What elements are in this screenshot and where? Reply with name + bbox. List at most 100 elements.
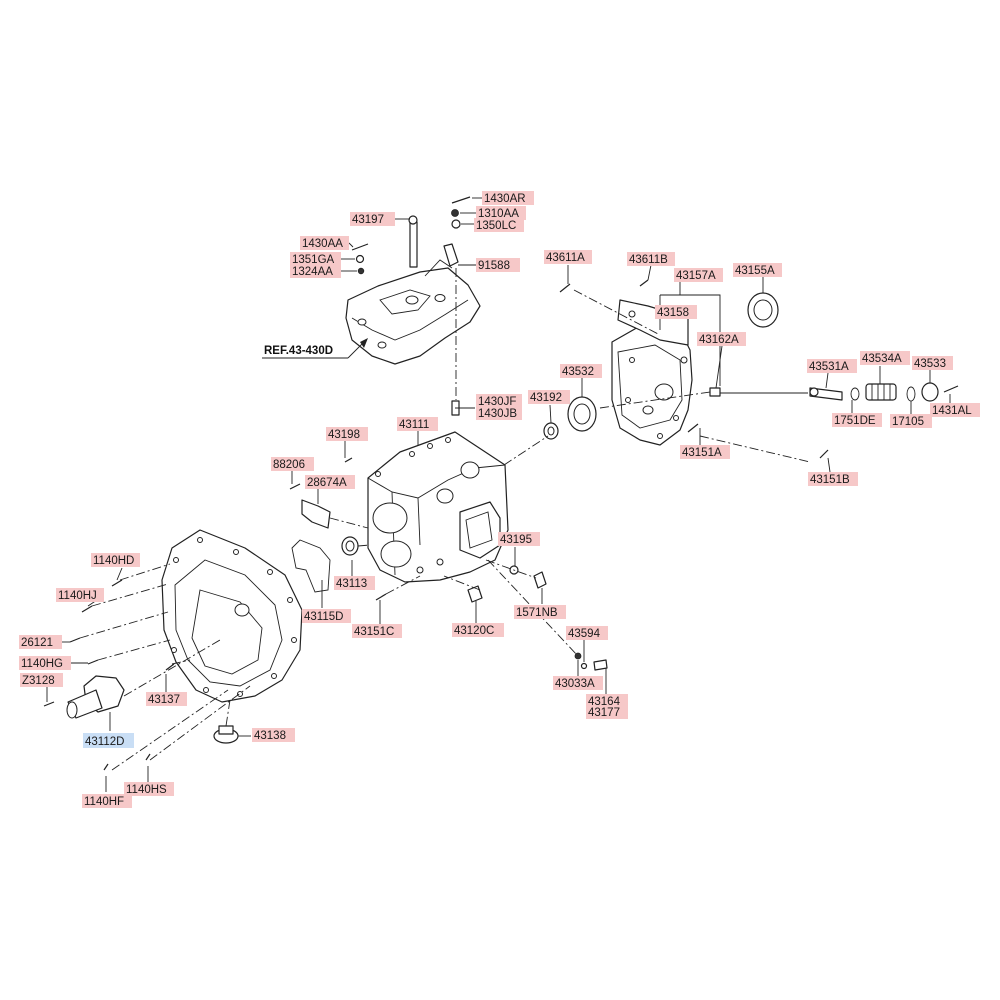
part-label[interactable]: 1140HF [82, 794, 132, 808]
svg-text:43177: 43177 [588, 707, 620, 719]
part-label[interactable]: 1324AA [290, 264, 341, 278]
part-label[interactable]: 43158 [655, 305, 697, 319]
svg-text:43197: 43197 [352, 214, 384, 226]
part-label[interactable]: 43112D [83, 733, 134, 748]
svg-text:1751DE: 1751DE [834, 415, 876, 427]
part-label[interactable]: 43192 [528, 390, 570, 404]
speedometer-parts-drawing [709, 382, 959, 402]
svg-text:17105: 17105 [892, 416, 924, 428]
part-label[interactable]: 1140HD [91, 553, 140, 567]
svg-text:26121: 26121 [21, 637, 53, 649]
part-label[interactable]: 28674A [305, 475, 355, 489]
arrowhead-icon [360, 338, 368, 348]
svg-text:43532: 43532 [562, 366, 594, 378]
svg-text:1351GA: 1351GA [292, 254, 335, 266]
part-label[interactable]: 1430AR [482, 191, 534, 205]
part-label[interactable]: 43198 [326, 427, 368, 441]
bearing-retainer-drawing [66, 675, 125, 719]
part-label[interactable]: 43155A [733, 263, 782, 277]
part-label[interactable]: 43033A [553, 676, 603, 690]
alignment-lines [79, 268, 811, 771]
svg-text:88206: 88206 [273, 459, 305, 471]
svg-text:43533: 43533 [914, 358, 946, 370]
part-label[interactable]: 1350LC [474, 218, 524, 232]
svg-text:1140HG: 1140HG [21, 658, 63, 670]
rear-housing-drawing [611, 299, 693, 446]
svg-text:1324AA: 1324AA [292, 266, 333, 278]
svg-text:43157A: 43157A [676, 270, 716, 282]
svg-text:1310AA: 1310AA [478, 208, 519, 220]
part-label[interactable]: 43138 [252, 728, 295, 742]
part-label[interactable]: 43115D [302, 609, 351, 623]
reference-label: REF.43-430D [264, 345, 333, 357]
svg-text:91588: 91588 [478, 260, 510, 272]
svg-text:43155A: 43155A [735, 265, 775, 277]
part-label[interactable]: 43151A [680, 445, 730, 459]
part-label[interactable]: 1430AA [300, 236, 349, 250]
gasket-drawing [291, 499, 331, 593]
part-labels: 1430AR 1310AA 1350LC 43197 1430AA 1351GA… [19, 191, 980, 808]
part-label[interactable]: 43611A [544, 250, 592, 264]
svg-text:43111: 43111 [399, 419, 429, 431]
top-fasteners-drawing [351, 196, 471, 275]
svg-text:43158: 43158 [657, 307, 689, 319]
part-label[interactable]: 43533 [912, 356, 953, 370]
svg-text:1571NB: 1571NB [516, 607, 558, 619]
part-label[interactable]: 43120C [452, 623, 504, 637]
part-label[interactable]: 1140HJ [56, 588, 104, 602]
svg-text:1140HD: 1140HD [93, 555, 134, 567]
part-label[interactable]: 43113 [334, 576, 375, 590]
part-label[interactable]: 43177 [586, 705, 628, 719]
part-label[interactable]: 43111 [397, 417, 438, 431]
part-label[interactable]: 43157A [674, 268, 723, 282]
svg-text:28674A: 28674A [307, 477, 347, 489]
svg-text:1140HS: 1140HS [126, 784, 167, 796]
part-label[interactable]: 1351GA [290, 252, 341, 266]
svg-text:43162A: 43162A [699, 334, 739, 346]
part-label[interactable]: 43594 [566, 626, 608, 640]
part-label[interactable]: 43531A [807, 359, 857, 373]
svg-text:1350LC: 1350LC [476, 220, 516, 232]
part-label[interactable]: 1140HS [124, 782, 174, 796]
part-label[interactable]: 1431AL [930, 403, 980, 417]
svg-text:43192: 43192 [530, 392, 562, 404]
part-label[interactable]: 1571NB [514, 605, 566, 619]
bell-housing-drawing [161, 529, 303, 703]
part-label[interactable]: 91588 [476, 258, 520, 272]
part-label[interactable]: 43534A [860, 351, 910, 365]
part-label[interactable]: 43197 [350, 212, 395, 226]
part-label[interactable]: 43137 [146, 692, 187, 706]
part-label[interactable]: 43151C [352, 624, 402, 638]
part-label[interactable]: 1140HG [19, 656, 71, 670]
bolts-drawing [43, 279, 829, 771]
part-label[interactable]: Z3128 [20, 673, 63, 687]
svg-text:Z3128: Z3128 [22, 675, 55, 687]
svg-text:43033A: 43033A [555, 678, 595, 690]
part-label[interactable]: 17105 [890, 414, 932, 428]
part-label[interactable]: 43532 [560, 364, 602, 378]
part-label[interactable]: 1430JF [476, 394, 522, 408]
part-label[interactable]: 43151B [808, 472, 858, 486]
part-label[interactable]: 88206 [271, 457, 314, 471]
part-label[interactable]: 26121 [19, 635, 62, 649]
transmission-case-drawing [367, 431, 509, 583]
part-label[interactable]: 1751DE [832, 413, 882, 427]
svg-text:1430AR: 1430AR [484, 193, 526, 205]
part-label[interactable]: 1430JB [476, 406, 522, 420]
svg-text:43115D: 43115D [304, 611, 343, 623]
svg-text:43151A: 43151A [682, 447, 722, 459]
drain-plug-drawing [213, 725, 239, 744]
shift-cover-drawing [345, 215, 481, 365]
svg-text:43198: 43198 [328, 429, 360, 441]
reference-callout: REF.43-430D [262, 338, 368, 359]
svg-text:43112D: 43112D [85, 736, 124, 748]
part-label[interactable]: 1310AA [476, 206, 526, 220]
part-label[interactable]: 43195 [498, 532, 540, 546]
part-label[interactable]: 43162A [697, 332, 746, 346]
part-label[interactable]: 43611B [627, 252, 675, 266]
svg-text:43195: 43195 [500, 534, 532, 546]
svg-text:43594: 43594 [568, 628, 601, 640]
svg-text:43137: 43137 [148, 694, 180, 706]
svg-text:43534A: 43534A [862, 353, 902, 365]
